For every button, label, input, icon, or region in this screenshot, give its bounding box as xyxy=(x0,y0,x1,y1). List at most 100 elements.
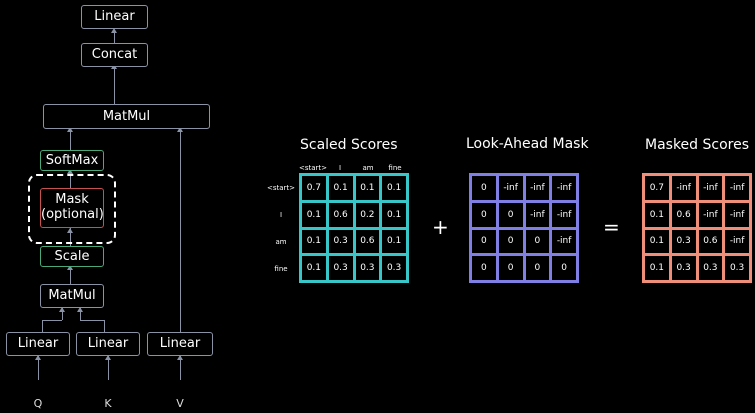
look-ahead-mask-cell-r2c0: 0 xyxy=(472,229,496,254)
scaled-scores-cell-r2c1: 0.3 xyxy=(328,229,353,254)
arrow-v-matmul xyxy=(177,127,183,132)
scaled-scores-cell-r3c3: 0.3 xyxy=(382,256,406,280)
scaled-scores-cell-r0c2: 0.1 xyxy=(355,176,380,200)
wire-softmax-matmul xyxy=(70,129,71,150)
column-label: am xyxy=(362,164,374,172)
arrow-concat-linear xyxy=(111,28,117,33)
scaled-scores-cell-r3c1: 0.3 xyxy=(328,256,353,280)
wire-v-input xyxy=(180,356,181,380)
wire-scale-mask xyxy=(70,228,71,246)
matmul-bottom-node: MatMul xyxy=(40,284,104,308)
masked-scores-cell-r3c3: 0.3 xyxy=(725,256,749,280)
look-ahead-mask-cell-r0c2: -inf xyxy=(525,176,550,200)
linear-output-node: Linear xyxy=(81,5,148,29)
arrow-k-input xyxy=(105,355,111,360)
wire-k-matmul-up xyxy=(80,308,81,320)
input-v-label: V xyxy=(176,397,184,410)
wire-k-matmul-v xyxy=(80,320,104,321)
masked-scores-cell-r3c2: 0.3 xyxy=(698,256,723,280)
input-k-label: K xyxy=(104,397,112,410)
masked-scores-cell-r2c0: 0.1 xyxy=(645,229,669,254)
look-ahead-mask-cell-r0c3: -inf xyxy=(552,176,576,200)
look-ahead-mask-cell-r3c3: 0 xyxy=(552,256,576,280)
wire-q-matmul-v xyxy=(42,320,62,321)
masked-scores-cell-r0c0: 0.7 xyxy=(645,176,669,200)
look-ahead-mask-cell-r1c3: -inf xyxy=(552,202,576,227)
column-label: <start> xyxy=(299,164,328,172)
scaled-scores-cell-r2c0: 0.1 xyxy=(302,229,326,254)
mask-dashed-frame xyxy=(28,174,116,244)
scaled-scores-title: Scaled Scores xyxy=(300,137,398,153)
look-ahead-mask-cell-r2c3: -inf xyxy=(552,229,576,254)
wire-matmul-concat xyxy=(114,66,115,104)
masked-scores-cell-r0c2: -inf xyxy=(698,176,723,200)
input-q-label: Q xyxy=(33,397,43,410)
look-ahead-mask-cell-r2c2: 0 xyxy=(525,229,550,254)
wire-q-input xyxy=(38,356,39,380)
masked-scores-cell-r2c3: -inf xyxy=(725,229,749,254)
scaled-scores-cell-r3c2: 0.3 xyxy=(355,256,380,280)
masked-scores-cell-r0c3: -inf xyxy=(725,176,749,200)
masked-scores-cell-r1c1: 0.6 xyxy=(671,202,696,227)
concat-node: Concat xyxy=(81,43,148,67)
look-ahead-mask-cell-r3c1: 0 xyxy=(498,256,523,280)
wire-q-matmul-h xyxy=(42,320,43,332)
linear-k-node: Linear xyxy=(76,332,140,356)
look-ahead-mask-cell-r1c2: -inf xyxy=(525,202,550,227)
scaled-scores-cell-r3c0: 0.1 xyxy=(302,256,326,280)
look-ahead-mask-cell-r3c0: 0 xyxy=(472,256,496,280)
masked-scores-cell-r1c0: 0.1 xyxy=(645,202,669,227)
arrow-v-input xyxy=(177,355,183,360)
wire-k-matmul-h xyxy=(104,320,105,332)
scaled-scores-cell-r1c2: 0.2 xyxy=(355,202,380,227)
wire-q-matmul-up xyxy=(62,308,63,320)
arrow-scale-mask xyxy=(67,228,73,233)
equals-sign: = xyxy=(603,215,620,239)
masked-scores-cell-r0c1: -inf xyxy=(671,176,696,200)
arrow-matmul-scale xyxy=(67,265,73,270)
masked-scores-cell-r3c0: 0.1 xyxy=(645,256,669,280)
scaled-scores-cell-r1c0: 0.1 xyxy=(302,202,326,227)
matmul-top-node: MatMul xyxy=(43,104,210,129)
row-label: <start> xyxy=(266,184,296,192)
wire-matmul-scale xyxy=(70,266,71,284)
look-ahead-mask-cell-r0c0: 0 xyxy=(472,176,496,200)
arrow-softmax-matmul xyxy=(67,127,73,132)
wire-k-input xyxy=(108,356,109,380)
masked-scores-title: Masked Scores xyxy=(645,137,750,153)
row-label: I xyxy=(279,211,283,219)
column-label: I xyxy=(338,164,342,172)
plus-sign: + xyxy=(432,215,449,239)
look-ahead-mask-cell-r3c2: 0 xyxy=(525,256,550,280)
look-ahead-mask-title: Look-Ahead Mask xyxy=(466,136,589,152)
linear-v-node: Linear xyxy=(147,332,213,356)
masked-scores-cell-r1c3: -inf xyxy=(725,202,749,227)
wire-mask-softmax xyxy=(70,170,71,189)
row-label: am xyxy=(275,238,287,246)
scaled-scores-cell-r1c3: 0.1 xyxy=(382,202,406,227)
arrow-k-matmul xyxy=(77,307,83,312)
look-ahead-mask-cell-r0c1: -inf xyxy=(498,176,523,200)
linear-q-node: Linear xyxy=(6,332,70,356)
arrow-q-input xyxy=(35,355,41,360)
look-ahead-mask-cell-r1c0: 0 xyxy=(472,202,496,227)
scaled-scores-cell-r0c0: 0.7 xyxy=(302,176,326,200)
scaled-scores-cell-r2c3: 0.1 xyxy=(382,229,406,254)
column-label: fine xyxy=(388,164,402,172)
scaled-scores-cell-r0c1: 0.1 xyxy=(328,176,353,200)
wire-v-matmul xyxy=(180,129,181,332)
wire-concat-linear xyxy=(114,30,115,43)
scaled-scores-cell-r1c1: 0.6 xyxy=(328,202,353,227)
softmax-node: SoftMax xyxy=(40,150,104,171)
look-ahead-mask-cell-r2c1: 0 xyxy=(498,229,523,254)
scale-node: Scale xyxy=(40,246,104,267)
masked-scores-cell-r2c2: 0.6 xyxy=(698,229,723,254)
masked-scores-cell-r1c2: -inf xyxy=(698,202,723,227)
scaled-scores-cell-r0c3: 0.1 xyxy=(382,176,406,200)
masked-scores-cell-r3c1: 0.3 xyxy=(671,256,696,280)
scaled-scores-cell-r2c2: 0.6 xyxy=(355,229,380,254)
